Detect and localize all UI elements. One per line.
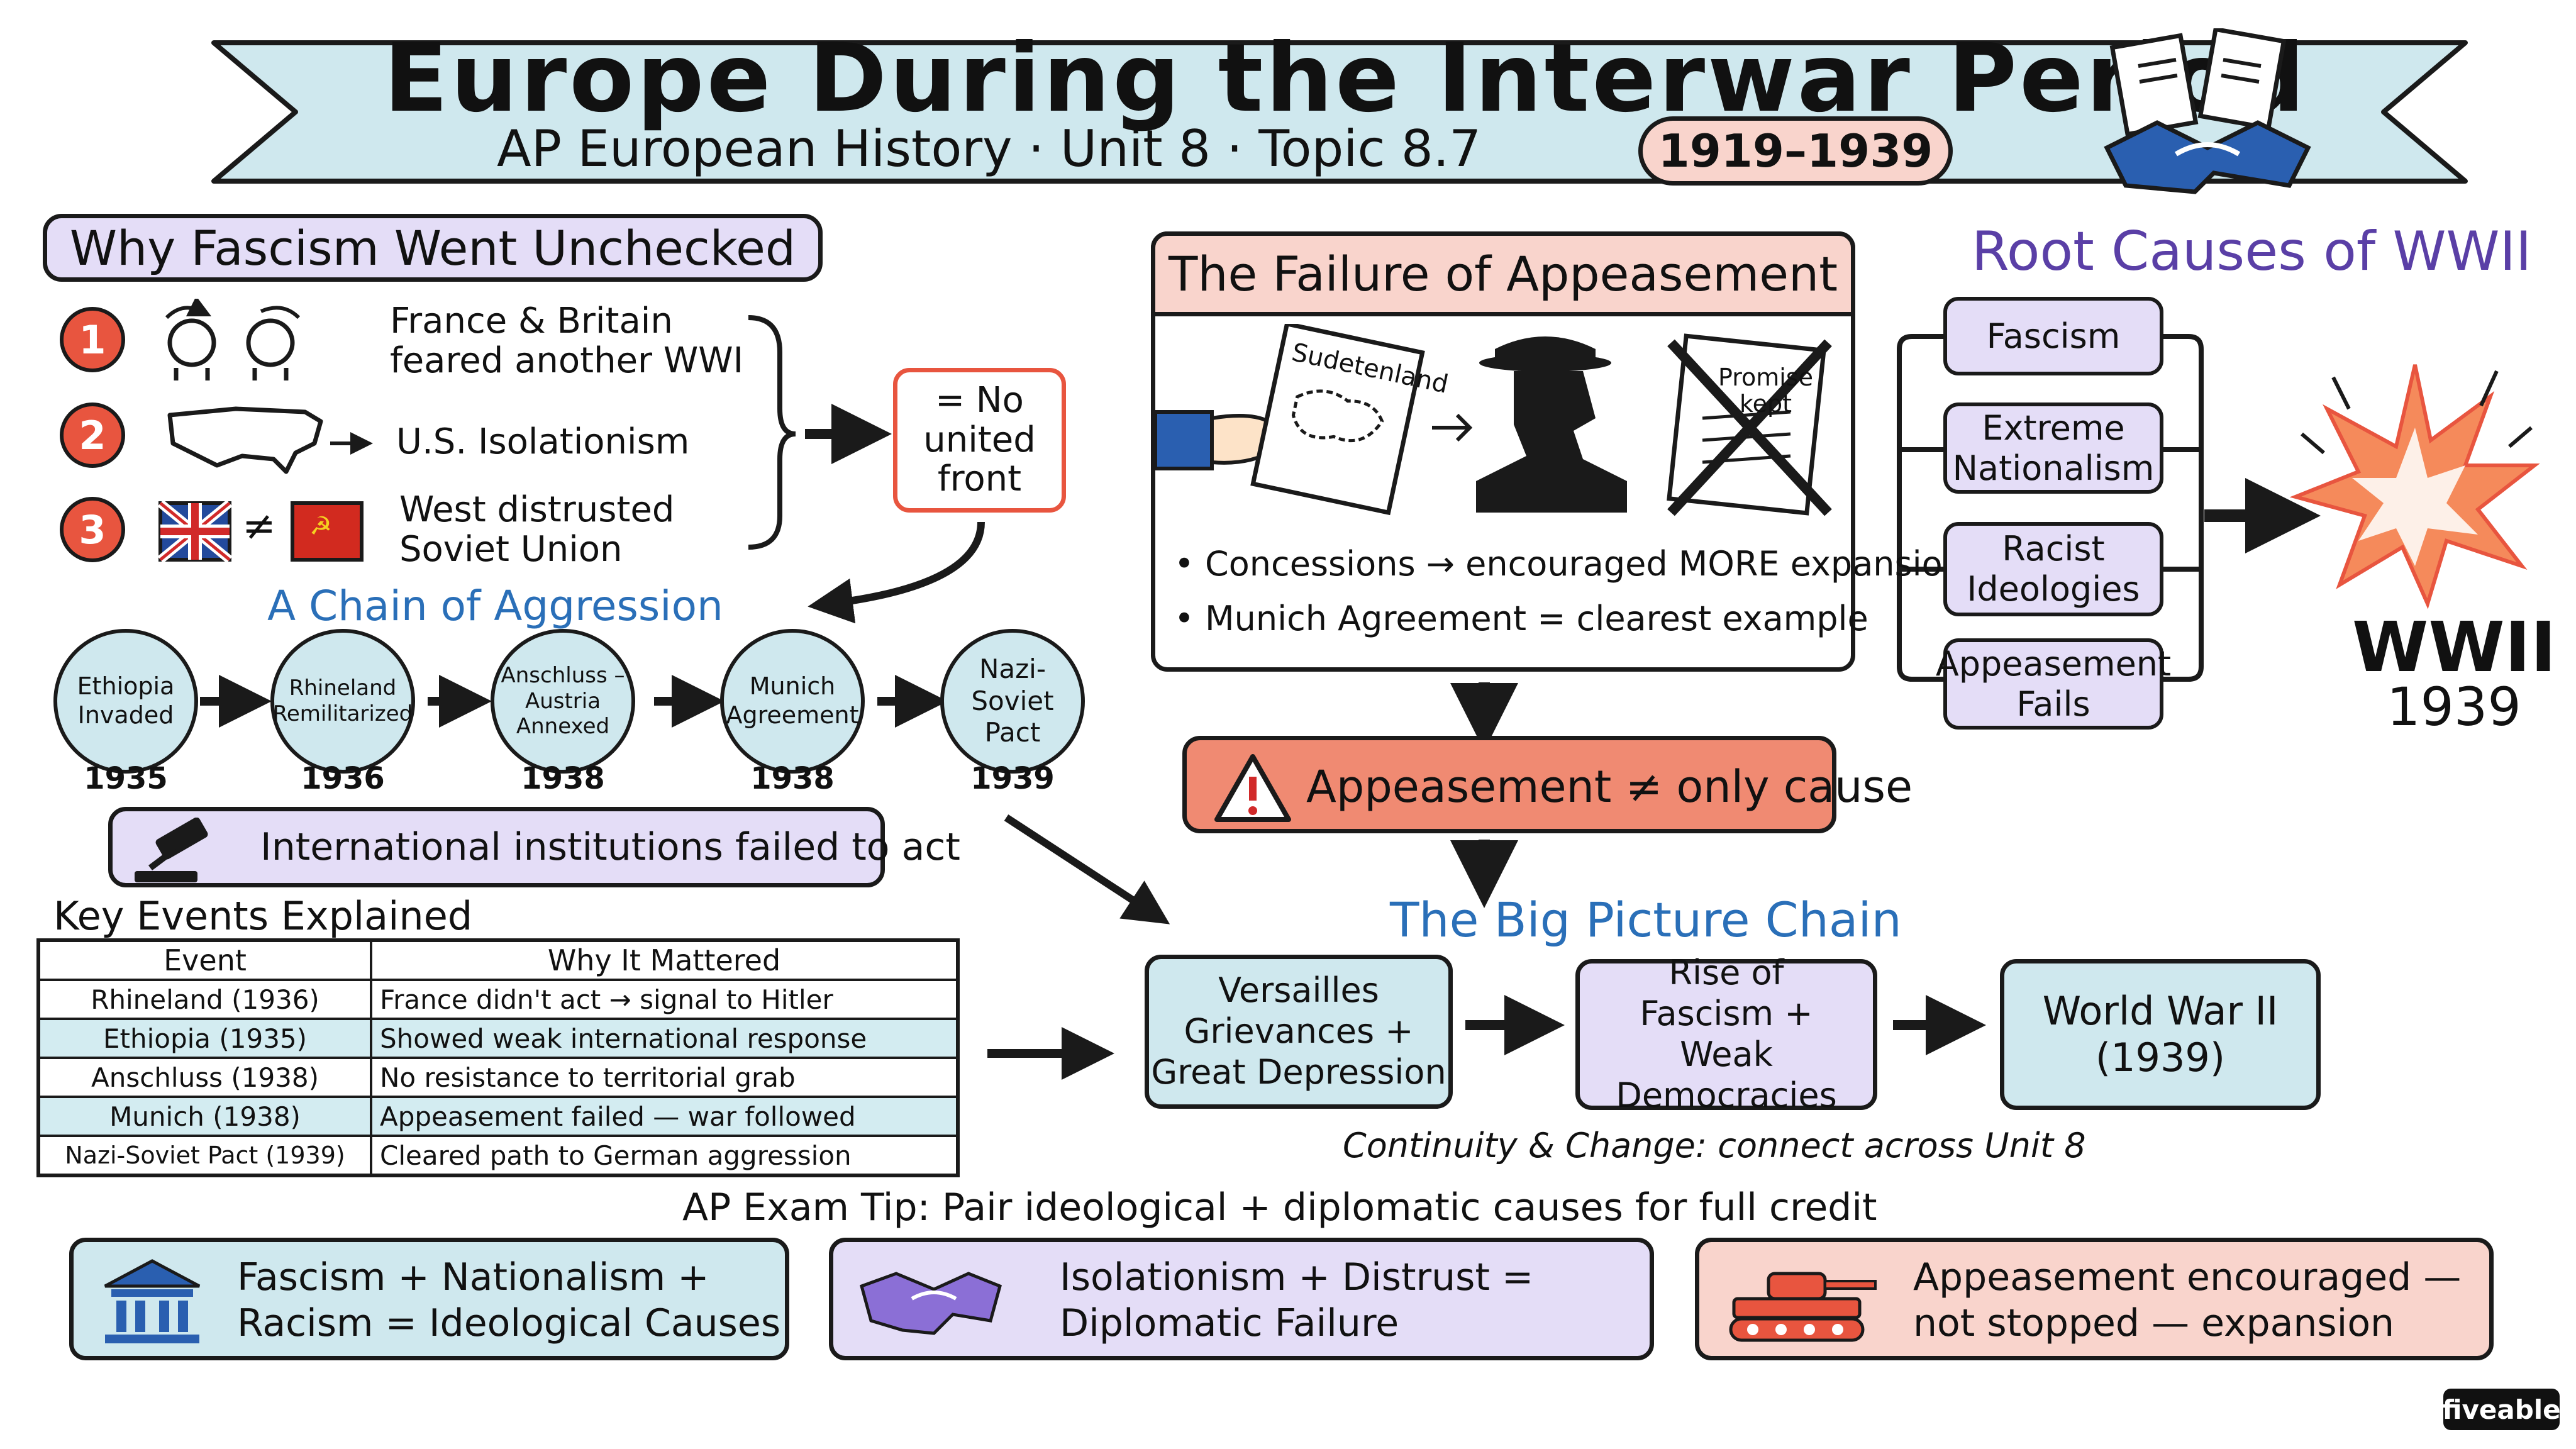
big-picture-box-rise-of-fascism: Rise of Fascism + Weak Democracies: [1575, 953, 1877, 1115]
table-row: Rhineland (1936) France didn't act → sig…: [37, 979, 959, 1020]
table-row: Munich (1938) Appeasement failed — war f…: [37, 1096, 959, 1137]
table-cell: Cleared path to German aggression: [370, 1135, 959, 1177]
chain-year: 1938: [521, 761, 605, 796]
column-header: Why It Mattered: [370, 939, 959, 981]
number-badge-2: 2: [60, 402, 125, 468]
chain-event-nazi-soviet-pact: Nazi- Soviet Pact: [940, 629, 1085, 774]
page-title: Europe During the Interwar Period: [384, 24, 2307, 133]
no-united-front-box: = No united front: [893, 368, 1066, 513]
handshake-documents-icon: [2104, 28, 2311, 194]
exam-tip-card-appeasement: Appeasement encouraged — not stopped — e…: [1695, 1238, 2494, 1360]
handshake-icon: [859, 1272, 1002, 1335]
table-cell: France didn't act → signal to Hitler: [370, 979, 959, 1020]
table-cell: Showed weak international response: [370, 1018, 959, 1059]
key-events-table: Event Why It Mattered Rhineland (1936) F…: [36, 938, 960, 1177]
root-cause-nationalism: Extreme Nationalism: [1943, 402, 2163, 494]
date-badge: 1919–1939: [1638, 116, 1953, 186]
why-item-3-text: West distrusted Soviet Union: [399, 489, 675, 570]
column-header: Event: [37, 939, 372, 981]
gavel-icon: [135, 818, 208, 882]
exam-tip-heading: AP Exam Tip: Pair ideological + diplomat…: [682, 1185, 1877, 1230]
appeasement-bullet: • Munich Agreement = clearest example: [1174, 599, 1868, 638]
big-picture-heading: The Big Picture Chain: [1390, 892, 1902, 948]
tank-icon: [1729, 1272, 1877, 1342]
institutions-failed-note: International institutions failed to act: [108, 807, 960, 887]
why-fascism-heading: Why Fascism Went Unchecked: [43, 214, 823, 282]
table-cell: Rhineland (1936): [37, 979, 372, 1020]
chain-year: 1935: [84, 761, 168, 796]
table-cell: No resistance to territorial grab: [370, 1057, 959, 1098]
chain-heading: A Chain of Aggression: [267, 582, 723, 630]
root-cause-fascism: Fascism: [1943, 297, 2163, 375]
table-header-row: Event Why It Mattered: [37, 939, 959, 981]
root-cause-appeasement-fails: Appeasement Fails: [1936, 638, 2171, 730]
page-subtitle: AP European History · Unit 8 · Topic 8.7: [497, 119, 1482, 178]
why-brace: [748, 315, 796, 550]
table-row: Nazi-Soviet Pact (1939) Cleared path to …: [37, 1135, 959, 1177]
chain-year: 1938: [750, 761, 835, 796]
table-row: Ethiopia (1935) Showed weak internationa…: [37, 1018, 959, 1059]
why-item-1-text: France & Britain feared another WWI: [390, 301, 744, 381]
chain-event-rhineland: Rhineland Remilitarized: [270, 629, 415, 774]
us-map-icon: [167, 406, 373, 474]
exam-tip-card-diplomatic: Isolationism + Distrust = Diplomatic Fai…: [829, 1238, 1654, 1360]
warning-triangle-icon: [1214, 754, 1291, 822]
why-item-2-text: U.S. Isolationism: [396, 421, 690, 462]
continuity-change-note: Continuity & Change: connect across Unit…: [1343, 1126, 2086, 1165]
flags-uk-not-equal-ussr-icon: ☭: [157, 499, 364, 564]
table-row: Anschluss (1938) No resistance to territ…: [37, 1057, 959, 1098]
appeasement-warning-box: Appeasement ≠ only cause: [1182, 736, 1913, 833]
arrow-to-chain: [808, 521, 985, 624]
table-cell: Munich (1938): [37, 1096, 372, 1137]
table-cell: Ethiopia (1935): [37, 1018, 372, 1059]
root-causes-heading: Root Causes of WWII: [1972, 220, 2532, 283]
appeasement-illustration: [1155, 324, 1832, 516]
big-picture-box-versailles: Versailles Grievances + Great Depression: [1145, 955, 1453, 1109]
chain-event-munich: Munich Agreement: [720, 629, 865, 774]
not-equal-sign: ≠: [242, 503, 276, 550]
appeasement-panel: The Failure of Appeasement Sudetenland P…: [1151, 231, 1964, 672]
chain-event-ethiopia: Ethiopia Invaded: [53, 629, 198, 774]
fiveable-logo: fiveable: [2442, 1389, 2561, 1430]
promise-kept-label: Promise kept: [1718, 364, 1814, 418]
root-cause-racist-ideologies: Racist Ideologies: [1943, 522, 2163, 616]
table-cell: Anschluss (1938): [37, 1057, 372, 1098]
appeasement-heading: The Failure of Appeasement: [1151, 231, 1855, 316]
chain-year: 1939: [970, 761, 1055, 796]
big-picture-box-wwii: World War II (1939): [2000, 959, 2321, 1110]
wwii-result-title: WWII: [2352, 607, 2557, 687]
exam-tip-card-ideological: Fascism + Nationalism + Racism = Ideolog…: [69, 1238, 789, 1360]
wwii-result-year: 1939: [2387, 676, 2521, 738]
arrow-to-big-picture: [1004, 814, 1170, 924]
date-badge-text: 1919–1939: [1658, 125, 1933, 177]
table-cell: Appeasement failed — war followed: [370, 1096, 959, 1137]
chain-event-anschluss: Anschluss – Austria Annexed: [491, 629, 635, 774]
explosion-icon: [2289, 364, 2540, 609]
chain-year: 1936: [301, 761, 385, 796]
appeasement-bullet: • Concessions → encouraged MORE expansio…: [1174, 544, 1964, 584]
svg-text:☭: ☭: [309, 512, 332, 541]
table-cell: Nazi-Soviet Pact (1939): [37, 1135, 372, 1177]
number-badge-3: 3: [60, 497, 125, 562]
government-building-icon: [104, 1259, 201, 1343]
key-events-heading: Key Events Explained: [53, 893, 473, 939]
arguing-people-icon: [165, 299, 301, 380]
number-badge-1: 1: [60, 307, 125, 372]
